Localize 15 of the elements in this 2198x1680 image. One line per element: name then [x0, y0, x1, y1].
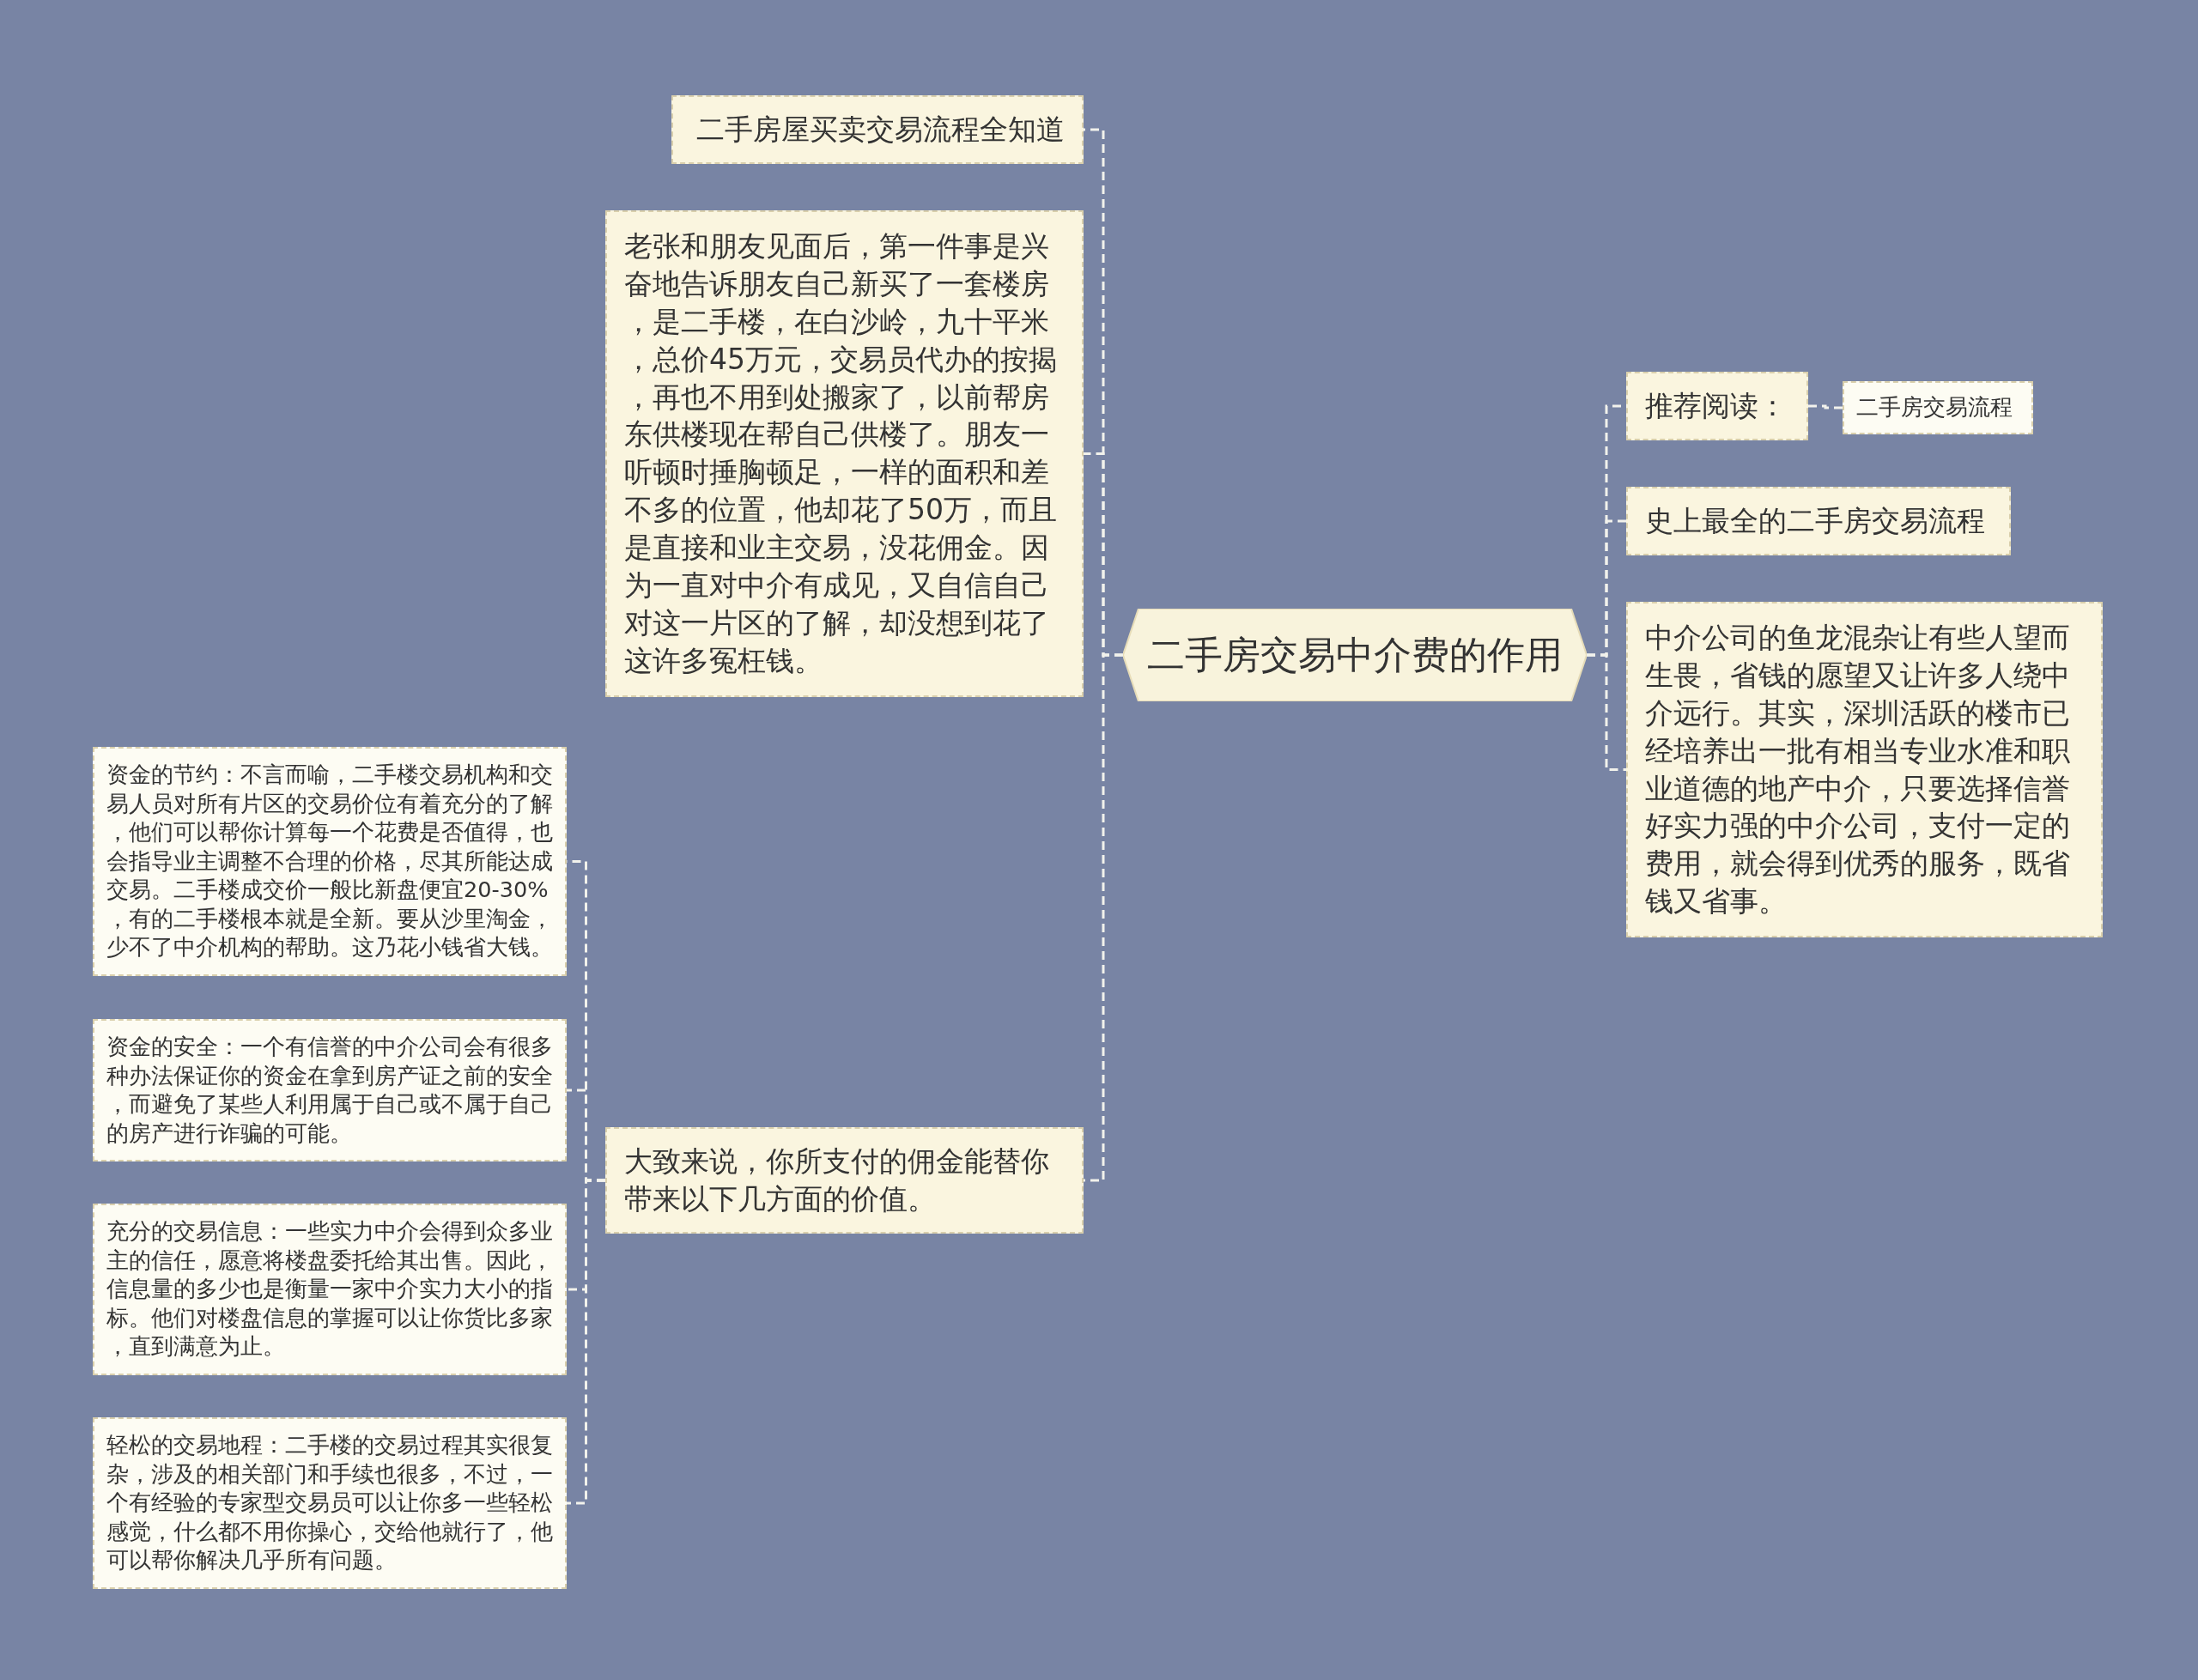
topic-card: 二手房交易流程 [1843, 381, 2033, 434]
topic-card: 二手房屋买卖交易流程全知道 [671, 95, 1084, 164]
paragraph-card: 中介公司的鱼龙混杂让有些人望而生畏，省钱的愿望又让许多人绕中介远行。其实，深圳活跃的楼市已经培养出一批有相当专业水准和职业道德的地产中介，只要选择信誉好实力强的中介公司，支付一定的费用，就会得到优秀的服务，既省钱又省事。 [1626, 602, 2103, 937]
paragraph-card: 资金的安全：一个有信誉的中介公司会有很多种办法保证你的资金在拿到房产证之前的安全，而避免了某些人利用属于自己或不属于自己的房产进行诈骗的可能。 [93, 1019, 567, 1162]
paragraph-card: 大致来说，你所支付的佣金能替你带来以下几方面的价值。 [605, 1127, 1084, 1234]
topic-card: 推荐阅读： [1626, 372, 1808, 440]
connector-line [567, 1179, 605, 1505]
paragraph-card: 轻松的交易地程：二手楼的交易过程其实很复杂，涉及的相关部门和手续也很多，不过，一个有经验的专家型交易员可以让你多一些轻松感觉，什么都不用你操心，交给他就行了，他可以帮你解决几乎所有问题。 [93, 1417, 567, 1589]
topic-card: 史上最全的二手房交易流程 [1626, 487, 2011, 555]
connector-line [1587, 653, 1626, 771]
central-topic-hexagon: 二手房交易中介费的作用 [1123, 609, 1587, 701]
connector-line [1808, 404, 1843, 409]
paragraph-card: 充分的交易信息：一些实力中介会得到众多业主的信任，愿意将楼盘委托给其出售。因此，信息量的多少也是衡量一家中介实力大小的指标。他们对楼盘信息的掌握可以让你货比多家，直到满意为止。 [93, 1204, 567, 1375]
paragraph-card: 资金的节约：不言而喻，二手楼交易机构和交易人员对所有片区的交易价位有着充分的了解，他们可以帮你计算每一个花费是否值得，也会指导业主调整不合理的价格，尽其所能达成交易。二手楼成交价一般比新盘便宜20-30%，有的二手楼根本就是全新。要从沙里淘金，少不了中介机构的帮助。这乃花小钱省大钱。 [93, 747, 567, 976]
paragraph-card: 老张和朋友见面后，第一件事是兴奋地告诉朋友自己新买了一套楼房，是二手楼，在白沙岭，九十平米，总价45万元，交易员代办的按揭，再也不用到处搬家了，以前帮房东供楼现在帮自己供楼了。朋友一听顿时捶胸顿足，一样的面积和差不多的位置，他却花了50万，而且是直接和业主交易，没花佣金。因为一直对中介有成见，又自信自己对这一片区的了解，却没想到花了这许多冤枉钱。 [605, 210, 1084, 697]
